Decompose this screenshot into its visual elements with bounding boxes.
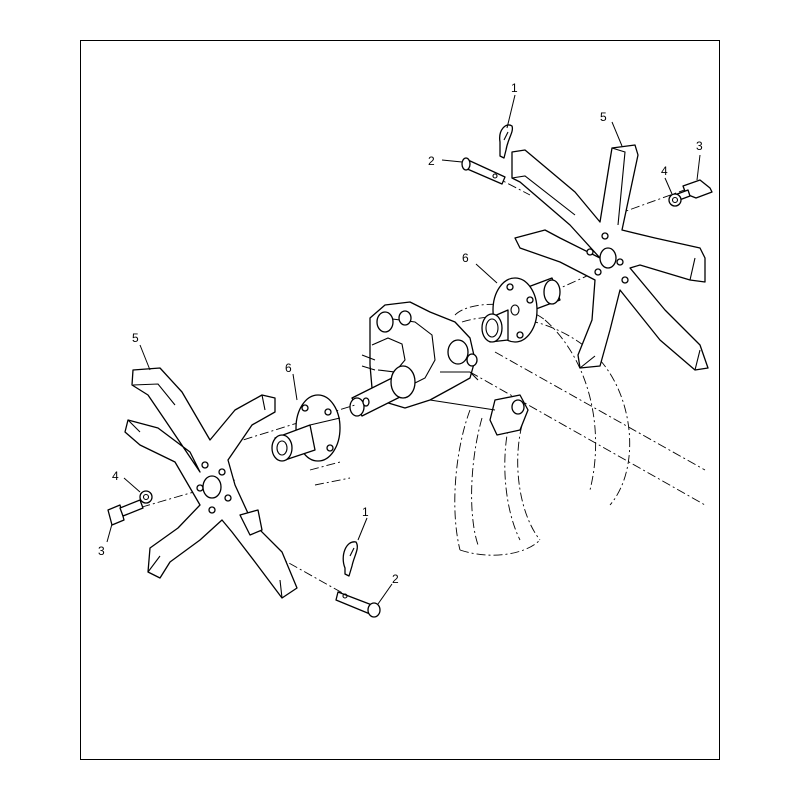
hub-axis-left-2 bbox=[309, 461, 341, 471]
callout-top-tine: 5 bbox=[600, 110, 607, 124]
callout-left-washer: 4 bbox=[112, 469, 119, 483]
callout-bottom-pin-clip: 1 bbox=[362, 505, 369, 519]
bolt-axis-top bbox=[614, 187, 691, 216]
gearbox-shaft bbox=[349, 365, 416, 417]
right-tine bbox=[511, 144, 709, 371]
left-tine bbox=[124, 367, 298, 599]
hub-axis-left bbox=[314, 477, 351, 486]
bottom-clevis-pin bbox=[335, 591, 381, 618]
bolt-axis-left bbox=[124, 479, 236, 513]
callout-labels: 1 2 3 4 5 6 5 6 4 3 1 2 bbox=[98, 81, 703, 586]
callout-left-tine: 5 bbox=[132, 331, 139, 345]
callout-top-hub: 6 bbox=[462, 251, 469, 265]
callout-left-bolt: 3 bbox=[98, 544, 105, 558]
callout-top-pin-clip: 1 bbox=[511, 81, 518, 95]
callout-top-bolt: 3 bbox=[696, 139, 703, 153]
top-pin-clip bbox=[499, 124, 514, 159]
left-hub bbox=[271, 394, 341, 462]
top-clevis-pin bbox=[461, 157, 506, 185]
left-washer bbox=[139, 490, 153, 504]
pin-axis-top bbox=[477, 167, 531, 196]
right-hub bbox=[481, 277, 561, 343]
top-washer bbox=[668, 193, 682, 207]
leader-lines bbox=[106, 94, 701, 605]
left-bolt bbox=[107, 499, 144, 526]
tine-guard bbox=[454, 409, 541, 556]
callout-top-clevis-pin: 2 bbox=[428, 154, 435, 168]
bottom-pin-clip bbox=[342, 541, 358, 577]
callout-bottom-clevis-pin: 2 bbox=[392, 572, 399, 586]
callout-left-hub: 6 bbox=[285, 361, 292, 375]
callout-top-washer: 4 bbox=[661, 164, 668, 178]
